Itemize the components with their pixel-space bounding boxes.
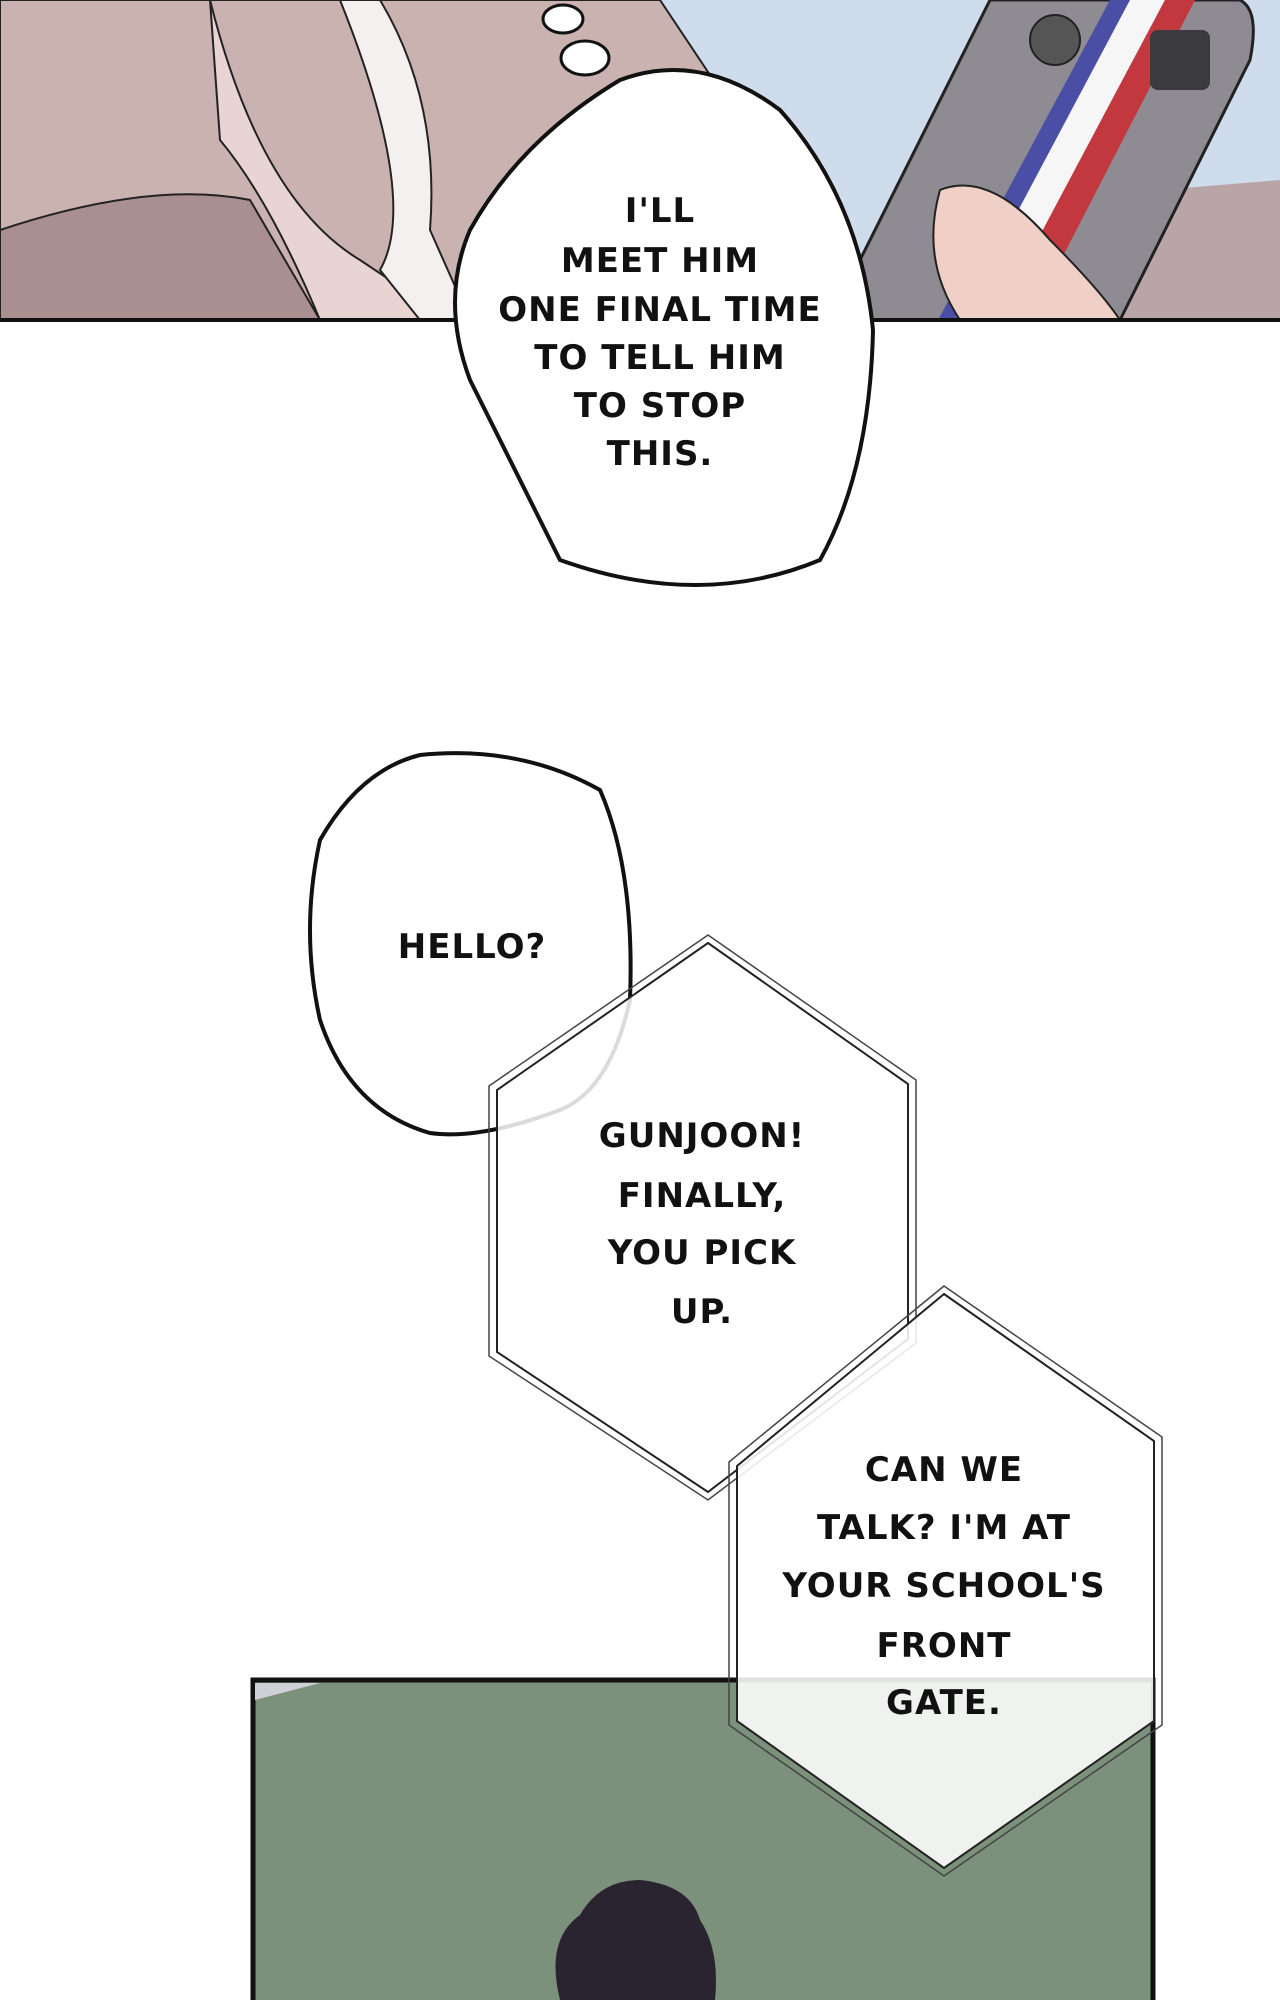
thought-bubble: I'LL MEET HIM ONE FINAL TIME TO TELL HIM… [453, 3, 876, 587]
bubble-line: I'LL [625, 191, 695, 231]
bubble-line: TO TELL HIM [534, 338, 785, 378]
bubble-line: GUNJOON! [599, 1116, 805, 1156]
hello-text: HELLO? [398, 927, 546, 967]
thought-text: I'LL MEET HIM ONE FINAL TIME TO TELL HIM… [498, 191, 821, 474]
bubble-line: MEET HIM [561, 241, 759, 281]
bubble-line: THIS. [607, 434, 714, 474]
phone-speech-bubble-1: GUNJOON! FINALLY, YOU PICK UP. [488, 934, 917, 1501]
bubble-line: TO STOP [574, 386, 746, 426]
phone-speech-bubble-2: CAN WE TALK? I'M AT YOUR SCHOOL'S FRONT … [728, 1285, 1163, 1877]
bubble-line: YOU PICK [607, 1233, 797, 1273]
hello-bubble: HELLO? [308, 751, 633, 1137]
bubble-line: FINALLY, [618, 1176, 787, 1216]
bubble-line: ONE FINAL TIME [498, 290, 821, 330]
bubble-line: TALK? I'M AT [817, 1508, 1071, 1548]
phone-illustration [827, 0, 1255, 322]
bubble-line: UP. [671, 1292, 733, 1332]
bubble-line: FRONT [877, 1626, 1012, 1666]
bubble-line: GATE. [886, 1683, 1002, 1723]
bubble-line: YOUR SCHOOL'S [781, 1566, 1105, 1606]
bubble-line: CAN WE [865, 1450, 1023, 1490]
